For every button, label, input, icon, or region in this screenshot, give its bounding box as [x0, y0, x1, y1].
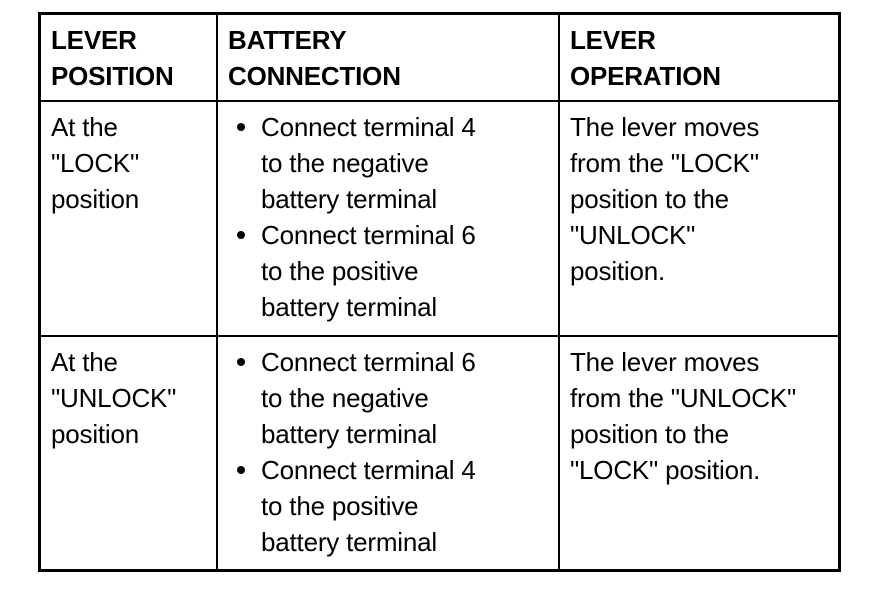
cell-line: position [51, 184, 140, 214]
bullet-line: to the positive [261, 490, 419, 521]
column-header-lever-operation: LEVER OPERATION [559, 15, 838, 102]
bullet-line: to the positive [261, 256, 419, 286]
cell-line: "LOCK" position. [570, 454, 761, 485]
column-header-battery-connection: BATTERY CONNECTION [217, 15, 560, 102]
table-header: LEVER POSITION BATTERY CONNECTION LEVER … [41, 15, 838, 102]
bullet-line: Connect terminal 4 [261, 112, 476, 142]
header-line: BATTERY [228, 25, 347, 55]
cell-lever-position: At the "UNLOCK" position [41, 335, 218, 569]
cell-line: position to the [570, 418, 729, 449]
list-item: Connect terminal 6 to the positive batte… [228, 217, 552, 325]
header-line: CONNECTION [228, 61, 401, 91]
bullet-line: Connect terminal 6 [261, 346, 476, 377]
bullet-line: Connect terminal 6 [261, 220, 476, 250]
table-row: At the "UNLOCK" position Connect termina… [41, 335, 838, 570]
cell-line: position to the [570, 184, 729, 214]
bullet-line: to the negative [261, 148, 429, 178]
lever-operation-table: LEVER POSITION BATTERY CONNECTION LEVER … [38, 12, 841, 572]
cell-line: At the [51, 346, 118, 377]
cell-line: from the "UNLOCK" [570, 382, 797, 413]
header-line: LEVER [570, 25, 656, 55]
bullet-list: Connect terminal 4 to the negative batte… [228, 109, 552, 325]
table-row: At the "LOCK" position Connect terminal … [41, 101, 838, 337]
bullet-icon [237, 357, 245, 366]
bullet-line: battery terminal [261, 292, 437, 322]
table: LEVER POSITION BATTERY CONNECTION LEVER … [41, 15, 838, 569]
cell-line: The lever moves [570, 346, 760, 377]
cell-line: from the "LOCK" [570, 148, 759, 178]
bullet-icon [237, 123, 245, 131]
bullet-list: Connect terminal 6 to the negative batte… [228, 344, 552, 560]
cell-line: position [51, 418, 140, 449]
cell-line: The lever moves [570, 112, 760, 142]
header-line: OPERATION [570, 61, 721, 91]
list-item: Connect terminal 6 to the negative batte… [228, 344, 552, 452]
list-item: Connect terminal 4 to the negative batte… [228, 109, 552, 217]
bullet-icon [237, 231, 245, 239]
cell-lever-operation: The lever moves from the "LOCK" position… [559, 101, 838, 337]
cell-line: "UNLOCK" [51, 382, 177, 413]
cell-lever-operation: The lever moves from the "UNLOCK" positi… [559, 336, 838, 570]
table-body: At the "LOCK" position Connect terminal … [41, 101, 838, 569]
cell-line: "UNLOCK" [570, 220, 696, 250]
column-header-lever-position: LEVER POSITION [41, 15, 218, 102]
header-row: LEVER POSITION BATTERY CONNECTION LEVER … [41, 15, 838, 102]
list-item: Connect terminal 4 to the positive batte… [228, 452, 552, 560]
bullet-icon [237, 465, 245, 474]
cell-line: position. [570, 256, 666, 286]
header-line: LEVER [51, 25, 137, 55]
bullet-line: battery terminal [261, 184, 437, 214]
cell-line: At the [51, 112, 118, 142]
bullet-line: to the negative [261, 382, 429, 413]
bullet-line: Connect terminal 4 [261, 454, 476, 485]
cell-battery-connection: Connect terminal 6 to the negative batte… [217, 335, 560, 569]
header-line: POSITION [51, 61, 174, 91]
bullet-line: battery terminal [261, 418, 437, 449]
cell-line: "LOCK" [51, 148, 140, 178]
bullet-line: battery terminal [261, 526, 437, 557]
cell-lever-position: At the "LOCK" position [41, 101, 218, 337]
cell-battery-connection: Connect terminal 4 to the negative batte… [217, 101, 560, 337]
